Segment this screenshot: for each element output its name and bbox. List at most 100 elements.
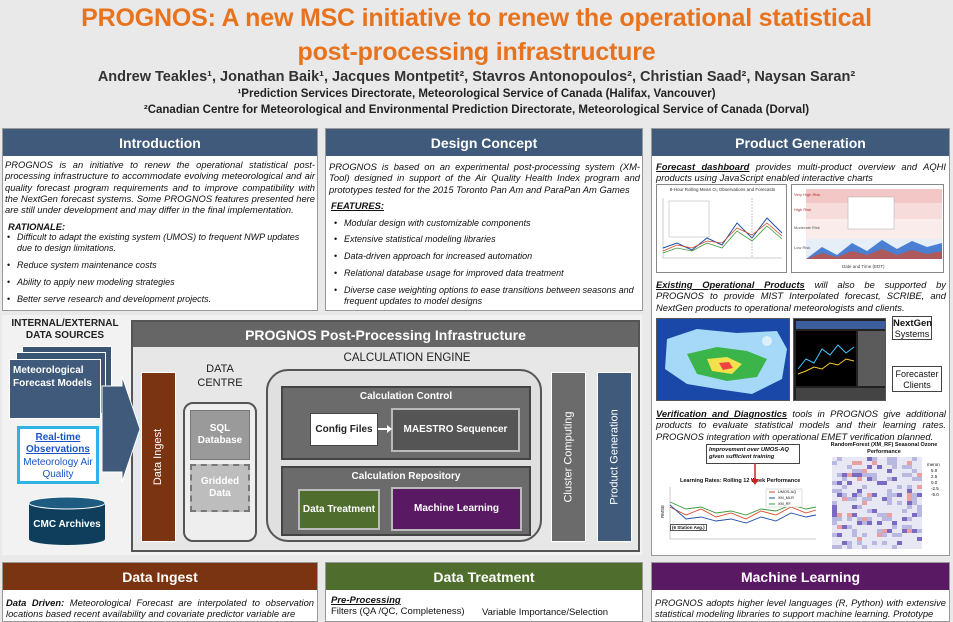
heatmap-cell	[892, 513, 897, 517]
heatmap-cell	[892, 509, 897, 513]
heatmap-cell	[907, 497, 912, 501]
heatmap-scale-title: meron	[927, 462, 940, 467]
heatmap-cell	[852, 541, 857, 545]
heatmap-cell	[832, 493, 837, 497]
heatmap-cell	[882, 541, 887, 545]
config-to-maestro-arrow	[378, 425, 392, 433]
nextgen-systems-box: NextGen Systems	[892, 316, 932, 340]
heatmap-cell	[867, 477, 872, 481]
heatmap-cell	[842, 545, 847, 549]
heatmap-cell	[912, 509, 917, 513]
heatmap-cell	[917, 505, 922, 509]
gridded-data: Gridded Data	[190, 464, 250, 512]
heatmap-cell	[857, 493, 862, 497]
meteorological-forecast-models: Meteorological Forecast Models	[9, 359, 101, 419]
authors: Andrew Teakles¹, Jonathan Baik¹, Jacques…	[97, 69, 856, 85]
heatmap-cell	[862, 541, 867, 545]
scribe-screenshot	[793, 318, 886, 401]
heatmap-cell	[892, 501, 897, 505]
heatmap-cell	[897, 473, 902, 477]
realtime-observations-detail: Meteorology Air Quality	[23, 457, 93, 480]
heatmap-cell	[872, 461, 877, 465]
heatmap-cell	[872, 473, 877, 477]
heatmap-cell	[912, 477, 917, 481]
heatmap-cell	[837, 473, 842, 477]
heatmap-cell	[867, 457, 872, 461]
filters-item: Filters (QA /QC, Completeness)	[331, 606, 465, 617]
heatmap-cell	[842, 513, 847, 517]
heatmap-cell	[887, 505, 892, 509]
data-ingest-header: Data Ingest	[3, 563, 317, 590]
heatmap-cell	[832, 485, 837, 489]
heatmap-cell	[897, 505, 902, 509]
heatmap-cell	[902, 457, 907, 461]
heatmap-cell	[907, 489, 912, 493]
heatmap-cell	[872, 517, 877, 521]
heatmap-cell	[887, 541, 892, 545]
heatmap-cell	[887, 497, 892, 501]
heatmap-cell	[872, 457, 877, 461]
heatmap-cell	[842, 465, 847, 469]
pre-processing-label: Pre-Processing	[331, 595, 401, 606]
heatmap-cell	[917, 461, 922, 465]
heatmap-cell	[872, 533, 877, 537]
heatmap-cell	[832, 489, 837, 493]
realtime-observations-link[interactable]: Real-time Observations	[26, 432, 90, 455]
heatmap-cell	[867, 485, 872, 489]
heatmap-cell	[907, 545, 912, 549]
rationale-item: Reduce system maintenance costs	[7, 260, 313, 271]
heatmap-cell	[862, 469, 867, 473]
config-files: Config Files	[310, 413, 378, 446]
heatmap-cell	[917, 481, 922, 485]
heatmap-cell	[887, 501, 892, 505]
heatmap-scale: -5.0	[931, 492, 939, 497]
heatmap-scale: 5.0	[931, 468, 938, 473]
feature-item: Relational database usage for improved d…	[334, 268, 640, 279]
heatmap-cell	[907, 529, 912, 533]
heatmap-cell	[887, 477, 892, 481]
heatmap-cell	[852, 529, 857, 533]
cmc-archives-label: CMC Archives	[33, 519, 101, 530]
heatmap-cell	[857, 537, 862, 541]
heatmap-cell	[857, 489, 862, 493]
heatmap-cell	[897, 465, 902, 469]
heatmap-cell	[907, 541, 912, 545]
heatmap-cell	[897, 497, 902, 501]
heatmap-cell	[842, 517, 847, 521]
heatmap-cell	[862, 465, 867, 469]
verification-link[interactable]: Verification and Diagnostics	[656, 408, 788, 419]
heatmap-cell	[877, 517, 882, 521]
heatmap-cell	[847, 521, 852, 525]
heatmap-cell	[832, 461, 837, 465]
heatmap-cell	[847, 505, 852, 509]
heatmap-cell	[862, 473, 867, 477]
heatmap-cell	[862, 517, 867, 521]
forecast-dashboard-link[interactable]: Forecast dashboard	[656, 161, 750, 172]
heatmap-cell	[837, 533, 842, 537]
heatmap-cell	[852, 493, 857, 497]
heatmap-cell	[882, 501, 887, 505]
heatmap-cell	[857, 469, 862, 473]
heatmap-cell	[907, 493, 912, 497]
heatmap-cell	[872, 485, 877, 489]
forecaster-clients-box: Forecaster Clients	[892, 366, 942, 392]
heatmap-cell	[912, 501, 917, 505]
heatmap-cell	[892, 465, 897, 469]
existing-products-link[interactable]: Existing Operational Products	[656, 279, 805, 290]
improvement-callout: Improvement over UMOS-AQ given sufficien…	[706, 444, 800, 464]
heatmap-cell	[912, 537, 917, 541]
heatmap-cell	[852, 485, 857, 489]
heatmap-cell	[877, 477, 882, 481]
machine-learning-text: PROGNOS adopts higher level languages (R…	[655, 597, 946, 620]
heatmap-cell	[877, 461, 882, 465]
heatmap-cell	[857, 541, 862, 545]
heatmap-cell	[847, 541, 852, 545]
heatmap-cell	[867, 521, 872, 525]
heatmap-cell	[857, 465, 862, 469]
heatmap-cell	[882, 505, 887, 509]
heatmap-cell	[917, 477, 922, 481]
heatmap-cell	[837, 509, 842, 513]
heatmap-cell	[832, 517, 837, 521]
heatmap-cell	[872, 525, 877, 529]
heatmap-cell	[907, 469, 912, 473]
